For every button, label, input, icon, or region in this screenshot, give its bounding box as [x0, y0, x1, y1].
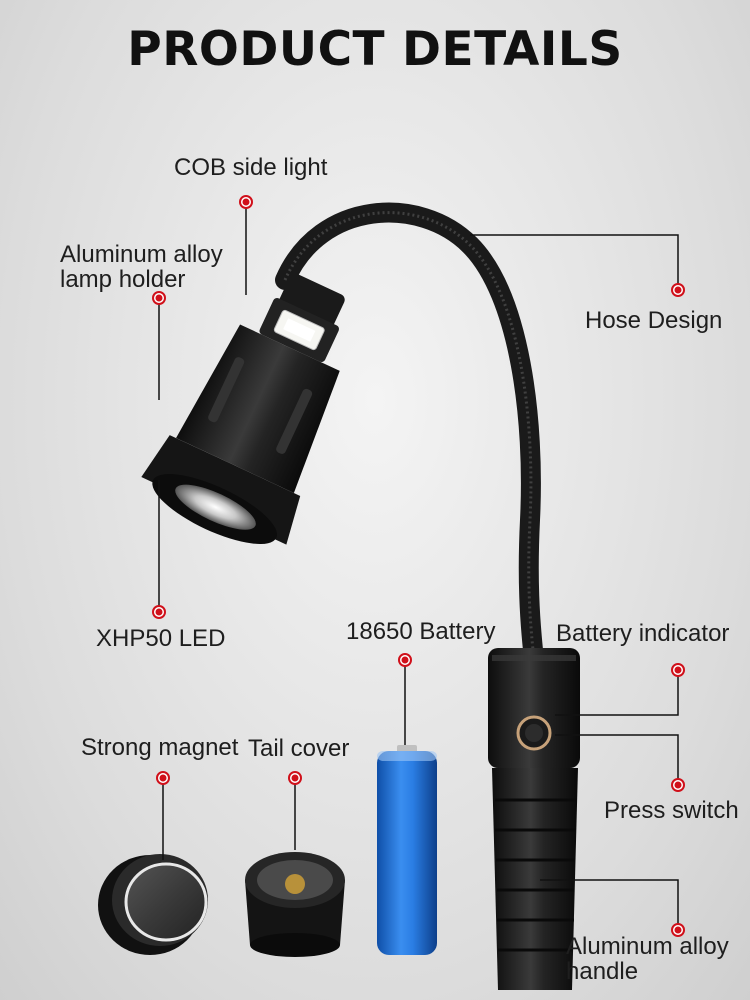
gooseneck-hose: [275, 202, 543, 660]
marker-icon: [398, 653, 412, 667]
marker-icon: [671, 283, 685, 297]
marker-icon: [156, 771, 170, 785]
label-handle-line1: Aluminum alloy: [566, 933, 729, 960]
page-title: PRODUCT DETAILS: [127, 22, 623, 77]
marker-dots: [152, 195, 685, 937]
label-handle-line2: handle: [566, 958, 639, 985]
label-lamp-holder-line2: lamp holder: [60, 266, 186, 293]
label-tail-cover: Tail cover: [248, 735, 350, 762]
marker-icon: [671, 923, 685, 937]
label-hose-design: Hose Design: [585, 307, 723, 334]
label-battery-indicator: Battery indicator: [556, 620, 730, 647]
label-18650-battery: 18650 Battery: [346, 618, 496, 645]
strong-magnet: [98, 854, 208, 955]
marker-icon: [152, 605, 166, 619]
label-strong-magnet: Strong magnet: [81, 734, 239, 761]
leader-lines: [158, 202, 679, 930]
marker-icon: [671, 663, 685, 677]
handle: [488, 648, 580, 990]
marker-icon: [239, 195, 253, 209]
battery-18650: [377, 745, 437, 955]
tail-cover: [245, 852, 345, 957]
label-lamp-holder-line1: Aluminum alloy: [60, 241, 223, 268]
lamp-head: [141, 273, 345, 545]
label-cob-side-light: COB side light: [174, 154, 328, 181]
label-xhp50-led: XHP50 LED: [96, 625, 226, 652]
label-press-switch: Press switch: [604, 797, 739, 824]
marker-icon: [671, 778, 685, 792]
marker-icon: [152, 291, 166, 305]
marker-icon: [288, 771, 302, 785]
